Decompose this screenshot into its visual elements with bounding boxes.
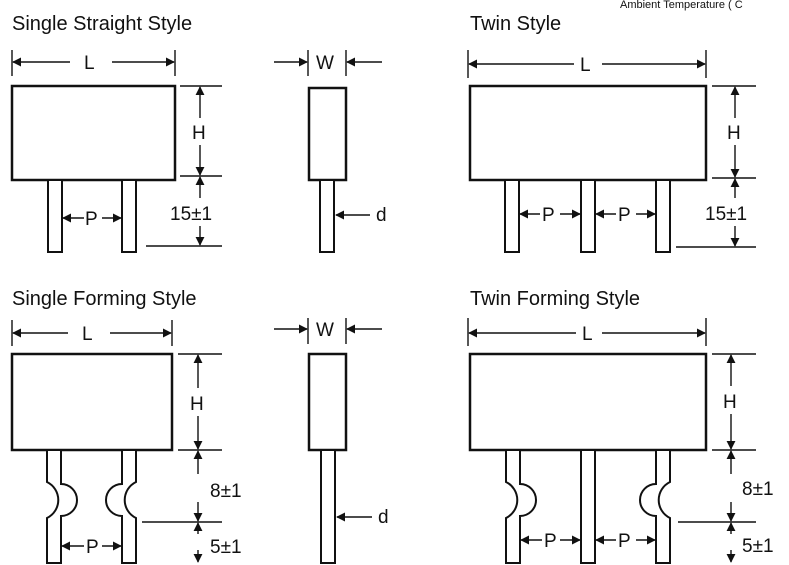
twin-forming-pitch-right-label: P	[618, 531, 631, 552]
single-forming-upper-lead-label: 8±1	[210, 481, 242, 502]
side-bottom-body	[307, 352, 348, 452]
twin-forming-panel: Twin Forming Style L P P H 8±1 5±1	[467, 288, 774, 564]
single-straight-lead-right	[121, 179, 137, 253]
side-view-top-panel: W d	[274, 50, 387, 253]
twin-forming-title: Twin Forming Style	[470, 288, 640, 310]
single-straight-lead-left	[47, 179, 63, 253]
single-forming-length-label: L	[82, 324, 93, 345]
twin-forming-height-label: H	[723, 392, 737, 413]
twin-straight-lead-left	[504, 179, 520, 253]
single-forming-height-label: H	[190, 394, 204, 415]
single-straight-lead-length-label: 15±1	[170, 204, 212, 225]
single-straight-body	[10, 84, 177, 182]
side-top-dia-label: d	[376, 205, 387, 226]
single-straight-title: Single Straight Style	[12, 13, 192, 35]
twin-straight-body	[468, 84, 708, 182]
twin-straight-lead-length-label: 15±1	[705, 204, 747, 225]
twin-forming-upper-lead-label: 8±1	[742, 479, 774, 500]
twin-forming-lead-center	[580, 449, 596, 564]
single-forming-title: Single Forming Style	[12, 288, 197, 310]
side-bottom-width-label: W	[316, 320, 334, 341]
single-forming-lower-lead-label: 5±1	[210, 537, 242, 558]
single-forming-pitch-label: P	[86, 537, 99, 558]
side-bottom-lead	[320, 449, 336, 564]
single-straight-length-label: L	[84, 53, 95, 74]
twin-straight-lead-right	[655, 179, 671, 253]
twin-straight-pitch-left-label: P	[542, 205, 555, 226]
twin-forming-pitch-left-label: P	[544, 531, 557, 552]
side-top-width-label: W	[316, 53, 334, 74]
twin-forming-lead-left	[505, 449, 537, 564]
twin-straight-title: Twin Style	[470, 13, 561, 35]
twin-straight-height-label: H	[727, 123, 741, 144]
single-forming-lead-left	[46, 449, 78, 564]
twin-straight-pitch-right-label: P	[618, 205, 631, 226]
single-straight-height-label: H	[192, 123, 206, 144]
twin-forming-body	[468, 352, 708, 452]
single-straight-panel: Single Straight Style L P H 15±1	[10, 13, 222, 253]
twin-forming-length-label: L	[582, 324, 593, 345]
side-top-lead	[319, 179, 335, 253]
side-view-bottom-panel: W d	[274, 318, 389, 564]
single-forming-body	[10, 352, 174, 452]
twin-forming-lower-lead-label: 5±1	[742, 536, 774, 557]
twin-straight-length-label: L	[580, 55, 591, 76]
side-bottom-dia-label: d	[378, 507, 389, 528]
single-forming-panel: Single Forming Style L P H 8±1 5±1	[10, 288, 242, 564]
twin-straight-lead-center	[580, 179, 596, 253]
single-straight-pitch-label: P	[85, 209, 98, 230]
side-top-body	[307, 86, 348, 182]
twin-straight-panel: Twin Style L P P H 15±1	[467, 13, 756, 253]
clipped-header-text: Ambient Temperature ( C	[620, 0, 743, 11]
single-forming-lead-right	[105, 449, 137, 564]
twin-forming-lead-right	[639, 449, 671, 564]
